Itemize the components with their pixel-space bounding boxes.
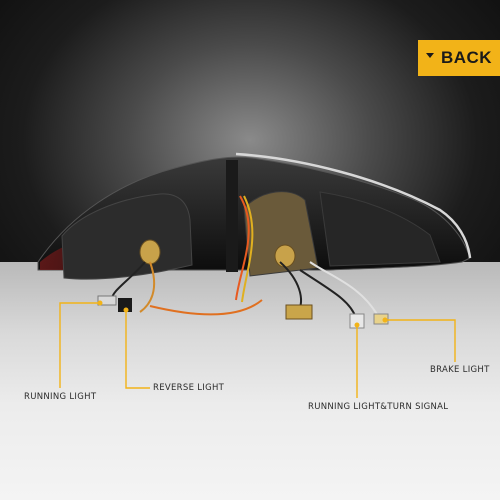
connector-running <box>97 295 117 306</box>
socket-left <box>139 239 161 265</box>
connector-reverse <box>118 298 132 312</box>
callout-lines <box>59 302 456 398</box>
connector-brake <box>373 313 389 325</box>
caret-down-icon <box>425 52 434 58</box>
callout-reverse <box>125 310 150 389</box>
callout-brake <box>385 319 456 362</box>
right-panel <box>319 191 441 267</box>
floor-reflection <box>0 262 500 500</box>
wiring-harness <box>110 195 379 319</box>
middle-panel <box>243 191 319 277</box>
left-panel <box>61 193 193 280</box>
back-badge: BACK <box>418 40 500 76</box>
connector-resistor <box>285 304 313 320</box>
back-label: BACK <box>440 48 493 67</box>
running-light-label: RUNNING LIGHT <box>24 392 97 402</box>
center-divider <box>226 160 238 272</box>
brake-light-label: BRAKE LIGHT <box>430 365 490 375</box>
callout-running <box>59 302 100 388</box>
callout-dots <box>97 300 388 328</box>
socket-middle <box>274 244 296 268</box>
housing-chrome-edge <box>235 152 472 259</box>
running-turn-label: RUNNING LIGHT&TURN SIGNAL <box>308 402 449 412</box>
reverse-light-label: REVERSE LIGHT <box>153 383 225 393</box>
